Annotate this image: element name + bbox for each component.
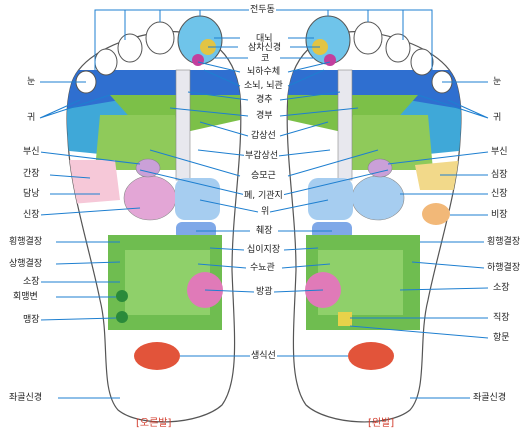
label-sipijijang: 십이지장 [246,245,281,255]
left-heel-gonad [348,342,394,370]
left-spleen [422,203,450,225]
label-left-jwagol: 좌골신경 [8,393,43,403]
label-samcha: 삼차신경 [247,43,282,53]
label-gapsangseon: 갑상선 [250,131,277,141]
label-right-hangmun: 항문 [492,333,511,343]
right-toe-2 [146,22,174,54]
label-left-damnang: 담낭 [22,189,41,199]
left-big-toe-spot-2 [324,54,336,66]
label-right-hahaeng: 하행결장 [486,263,521,273]
left-rectum [338,312,352,326]
right-toe-3 [118,34,142,62]
left-kidney [352,176,404,220]
left-stomach [308,178,353,220]
label-right-bijang: 비장 [490,210,509,220]
right-foot [60,16,241,422]
right-foot-title: [오른발] [136,414,171,429]
right-stomach [175,178,220,220]
label-sunogwan: 수뇨관 [249,263,276,273]
label-noeha: 뇌하수체 [246,67,281,77]
left-foot [287,16,468,422]
label-ko: 코 [260,54,270,64]
label-banggwang: 방광 [255,287,274,297]
label-left-hoenghaeng: 횡행결장 [8,237,43,247]
label-left-ganjang: 간장 [22,169,41,179]
label-seungmogeun: 승모근 [250,171,277,181]
label-sonoe: 소뇌, 뇌관 [243,81,284,91]
label-left-sinjang: 신장 [22,210,41,220]
right-ileocecal-1 [116,290,128,302]
left-toe-2 [354,22,382,54]
label-right-nun: 눈 [492,77,502,87]
label-right-sojang: 소장 [492,283,511,293]
label-gyeongchu: 경추 [255,95,274,105]
right-liver-zone [60,160,120,205]
right-ileocecal-2 [116,311,128,323]
label-left-sojang: 소장 [22,277,41,287]
label-jeondudeung: 전두동 [249,5,276,15]
label-hyejang: 췌장 [255,226,274,236]
left-spine-strip [338,70,352,180]
label-bugapsangseon: 부갑상선 [244,151,279,161]
label-right-hoenghaeng: 횡행결장 [486,237,521,247]
label-left-sanghaeng: 상행결장 [8,259,43,269]
label-wi: 위 [260,207,270,217]
left-foot-title: [왼발] [368,414,394,429]
right-kidney [124,176,176,220]
right-big-toe-spot-2 [192,54,204,66]
label-left-nun: 눈 [26,77,36,87]
right-toe-4 [95,49,117,75]
label-right-gwi: 귀 [492,113,502,123]
label-right-jikjang: 직장 [492,313,511,323]
label-right-sinjang: 신장 [490,189,509,199]
label-left-hoemaeng: 회맹변 [12,292,39,302]
label-left-busin: 부신 [22,147,41,157]
label-saengsikseon: 생식선 [250,351,277,361]
label-right-busin: 부신 [490,147,509,157]
label-gyeongbu: 경부 [255,111,274,121]
left-toe-3 [386,34,410,62]
right-spine-strip [176,70,190,180]
label-left-gwi: 귀 [26,113,36,123]
left-toe-4 [411,49,433,75]
label-right-simjang: 심장 [490,170,509,180]
label-left-maengjang: 맹장 [22,315,41,325]
right-heel-gonad [134,342,180,370]
label-right-jwagol: 좌골신경 [472,393,507,403]
label-pye: 폐, 기관지 [243,191,284,201]
